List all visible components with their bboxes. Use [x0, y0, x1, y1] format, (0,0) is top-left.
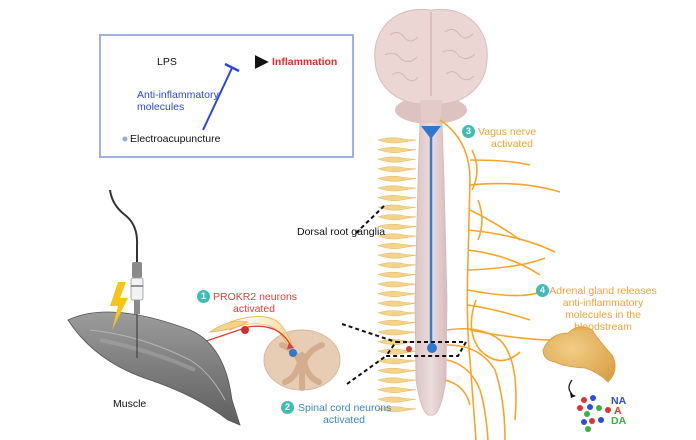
- ganglion: [377, 387, 417, 393]
- molecule-dot: [587, 404, 593, 410]
- spinal-neuron-dot: [427, 343, 437, 353]
- lps-label: LPS: [157, 56, 177, 68]
- step-2-badge: 2: [281, 401, 294, 414]
- anti-inflammatory-label-line2: molecules: [137, 101, 185, 113]
- step-4-label-line1: Adrenal gland releases: [549, 285, 657, 297]
- step-4-label-line2: anti-inflammatory: [562, 297, 644, 309]
- step-4-label-line4: bloodstream: [574, 321, 632, 333]
- legend-arrows: [122, 55, 269, 142]
- vagus-nerve: [439, 119, 561, 440]
- muscle-label: Muscle: [113, 398, 147, 410]
- step-3-label-line2: activated: [490, 138, 534, 150]
- molecule-dot: [581, 419, 587, 425]
- ganglion: [377, 175, 417, 182]
- step-3-label-line1: Vagus nerve: [478, 126, 537, 138]
- prokr2-neuron: [148, 316, 294, 363]
- dorsal-root-ganglia: [377, 137, 417, 413]
- ganglion: [377, 233, 417, 240]
- adrenal-gland: [542, 326, 616, 398]
- dorsal-root-ganglia-label: Dorsal root ganglia: [297, 226, 386, 238]
- ganglion: [377, 223, 417, 230]
- ganglion: [377, 406, 417, 413]
- lightning-icon: [110, 282, 128, 330]
- ganglion: [377, 262, 417, 269]
- step-1-badge: 1: [197, 290, 210, 303]
- ganglion: [377, 396, 417, 403]
- ganglion: [377, 329, 417, 336]
- ganglion: [377, 214, 417, 221]
- inhibition-bar: [224, 62, 240, 73]
- ganglion: [377, 377, 417, 384]
- brainstem-triangle: [421, 126, 441, 139]
- prokr2-soma: [241, 326, 249, 334]
- muscle-illustration: [67, 311, 241, 426]
- molecule-label-na: NA: [611, 395, 627, 407]
- step-1-label-line2: activated: [232, 303, 276, 315]
- ganglion: [377, 195, 417, 201]
- molecule-dot: [584, 411, 590, 417]
- molecule-label-da: DA: [611, 415, 627, 427]
- ganglion: [377, 319, 417, 326]
- ganglion: [377, 271, 417, 278]
- molecule-dots: [577, 395, 611, 432]
- step-1-label-line1: PROKR2 neurons: [213, 291, 298, 303]
- molecule-label-a: A: [614, 405, 622, 417]
- step-4-label-line3: molecules in the: [565, 309, 641, 321]
- ganglion: [377, 166, 417, 173]
- anti-inflammatory-label-line1: Anti-inflammatory: [137, 89, 219, 101]
- spinal-cross-section: [263, 329, 341, 391]
- ganglion: [377, 243, 417, 249]
- molecule-dot: [590, 395, 596, 401]
- ganglion: [377, 300, 417, 307]
- molecule-dot: [585, 426, 591, 432]
- ganglion: [377, 281, 417, 288]
- step-3-badge: 3: [462, 125, 475, 138]
- ganglion: [377, 147, 417, 153]
- cross-section-neuron: [289, 349, 297, 357]
- legend-box: [99, 34, 354, 158]
- electrode: [109, 189, 144, 358]
- electroacupuncture-label: Electroacupuncture: [130, 133, 221, 145]
- ganglion: [377, 358, 417, 365]
- step-4-badge: 4: [536, 284, 549, 297]
- ganglion: [377, 252, 417, 259]
- electroacupuncture-dot: [122, 136, 128, 142]
- inhibition-line: [202, 67, 233, 131]
- molecule-dot: [581, 397, 587, 403]
- drg-red-dot: [406, 346, 412, 352]
- brain-illustration: [374, 8, 488, 125]
- zoom-indicator: [341, 204, 468, 385]
- ganglion: [377, 204, 417, 211]
- ganglion: [377, 291, 417, 297]
- ganglion: [377, 156, 417, 163]
- step-2-label-line2: activated: [322, 414, 366, 426]
- molecule-dot: [596, 405, 602, 411]
- molecule-dot: [598, 417, 604, 423]
- ganglion: [377, 185, 417, 192]
- molecule-dot: [577, 405, 583, 411]
- step-2-label-line1: Spinal cord neurons: [298, 402, 392, 414]
- ganglion: [377, 367, 417, 374]
- molecule-dot: [589, 418, 595, 424]
- inflammation-label: Inflammation: [272, 56, 338, 68]
- molecule-dot: [605, 407, 611, 413]
- ganglion: [377, 137, 417, 144]
- ganglion: [377, 310, 417, 317]
